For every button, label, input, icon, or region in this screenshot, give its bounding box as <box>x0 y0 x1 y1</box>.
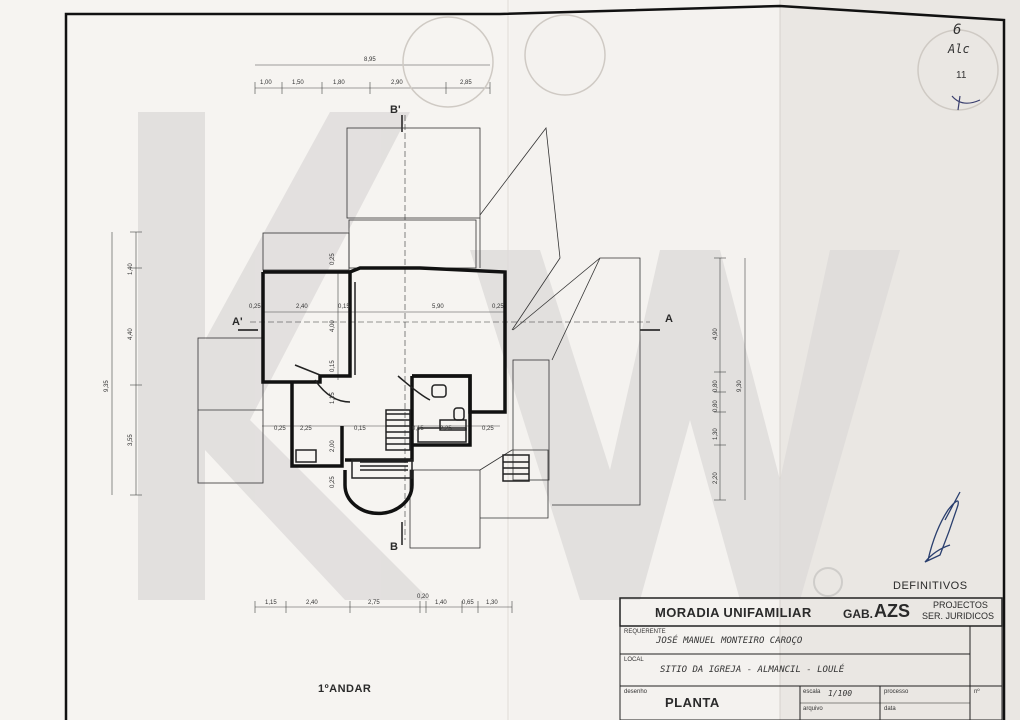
title-project: MORADIA UNIFAMILIAR <box>655 605 812 620</box>
dim-mid-3: 0,15 <box>354 426 366 432</box>
corner-number: 6 <box>953 22 962 38</box>
title-arquivo-label: arquivo <box>803 706 823 712</box>
title-local-label: LOCAL <box>624 657 644 663</box>
dim-mid-1: 0,25 <box>274 426 286 432</box>
dim-mid-5: 2,25 <box>440 426 452 432</box>
dim-right-2: 0,80 <box>713 380 719 392</box>
dim-misc-2: 4,00 <box>330 320 336 332</box>
dim-misc-6: 0,25 <box>330 476 336 488</box>
dim-misc-4: 1,15 <box>330 392 336 404</box>
dim-upper-2: 2,40 <box>296 304 308 310</box>
title-escala-label: escala <box>803 689 821 695</box>
title-req-label: REQUERENTE <box>624 629 666 635</box>
title-escala-value: 1/100 <box>828 689 853 698</box>
corner-initials: Alc <box>948 42 970 56</box>
dim-upper-3: 0,15 <box>338 304 350 310</box>
dim-misc-1: 0,25 <box>330 253 336 265</box>
title-processo-label: processo <box>884 689 909 695</box>
title-req-value: JOSÉ MANUEL MONTEIRO CAROÇO <box>656 636 803 646</box>
dim-left-1: 1,40 <box>128 263 134 275</box>
dim-bottom-6: 0,65 <box>462 600 474 606</box>
section-mark-b-bottom: B <box>390 541 398 553</box>
signature-right <box>924 491 961 563</box>
dim-right-5: 2,20 <box>713 472 719 484</box>
dim-right-total: 9,30 <box>737 380 743 392</box>
corner-initials-scribble <box>951 95 981 111</box>
dim-left-3: 3,55 <box>128 434 134 446</box>
title-block-frame <box>619 597 1003 720</box>
dim-top-1: 1,00 <box>260 80 272 86</box>
dim-bottom-4: 0,20 <box>417 594 429 600</box>
title-data-label: data <box>884 706 896 712</box>
title-desenho-value: PLANTA <box>665 695 720 710</box>
corner-sheet-number: 11 <box>956 70 967 81</box>
title-office-prefix: GAB. <box>843 607 873 621</box>
dim-upper-1: 0,25 <box>249 304 261 310</box>
dim-top-5: 2,85 <box>460 80 472 86</box>
title-local-value: SITIO DA IGREJA - ALMANCIL - LOULÉ <box>660 665 845 675</box>
dim-top-2: 1,50 <box>292 80 304 86</box>
dim-bottom-1: 1,15 <box>265 600 277 606</box>
registered-mark <box>813 567 843 597</box>
dim-mid-6: 0,25 <box>482 426 494 432</box>
dim-upper-4: 5,90 <box>432 304 444 310</box>
watermark-kw <box>138 112 900 600</box>
dim-mid-4: 0,15 <box>412 426 424 432</box>
section-cut-lines <box>250 115 650 540</box>
dim-mid-2: 2,25 <box>300 426 312 432</box>
title-office-sub1: PROJECTOS <box>933 600 988 610</box>
title-nr-label: nº <box>974 689 980 695</box>
dim-right-3: 0,80 <box>713 400 719 412</box>
title-desenho-label: desenho <box>624 689 648 695</box>
sheet-border <box>64 4 1006 720</box>
dim-right-4: 1,30 <box>713 428 719 440</box>
dim-bottom-5: 1,40 <box>435 600 447 606</box>
section-arrows <box>238 115 660 545</box>
definitive-stamp: DEFINITIVOS <box>893 580 968 592</box>
dim-upper-5: 0,25 <box>492 304 504 310</box>
dim-left-2: 4,40 <box>128 328 134 340</box>
dim-right-1: 4,90 <box>713 328 719 340</box>
dim-left-total: 9,35 <box>104 380 110 392</box>
inner-walls <box>294 282 530 482</box>
dim-misc-5: 2,00 <box>330 440 336 452</box>
dim-bottom-3: 2,75 <box>368 600 380 606</box>
title-office-sub2: SER. JURIDICOS <box>922 611 995 621</box>
dim-bottom-2: 2,40 <box>306 600 318 606</box>
dim-top-total: 8,95 <box>364 57 376 63</box>
dimension-lines <box>111 64 746 613</box>
section-mark-b-top: B' <box>390 104 401 116</box>
section-mark-a-left: A' <box>232 316 243 328</box>
dim-top-4: 2,90 <box>391 80 403 86</box>
dim-top-3: 1,80 <box>333 80 345 86</box>
dim-misc-3: 0,15 <box>330 360 336 372</box>
dim-bottom-7: 1,30 <box>486 600 498 606</box>
floor-label: 1ºANDAR <box>318 683 372 695</box>
title-office: AZS <box>874 601 910 621</box>
section-mark-a-right: A <box>665 313 673 325</box>
roof-outlines <box>197 126 641 549</box>
